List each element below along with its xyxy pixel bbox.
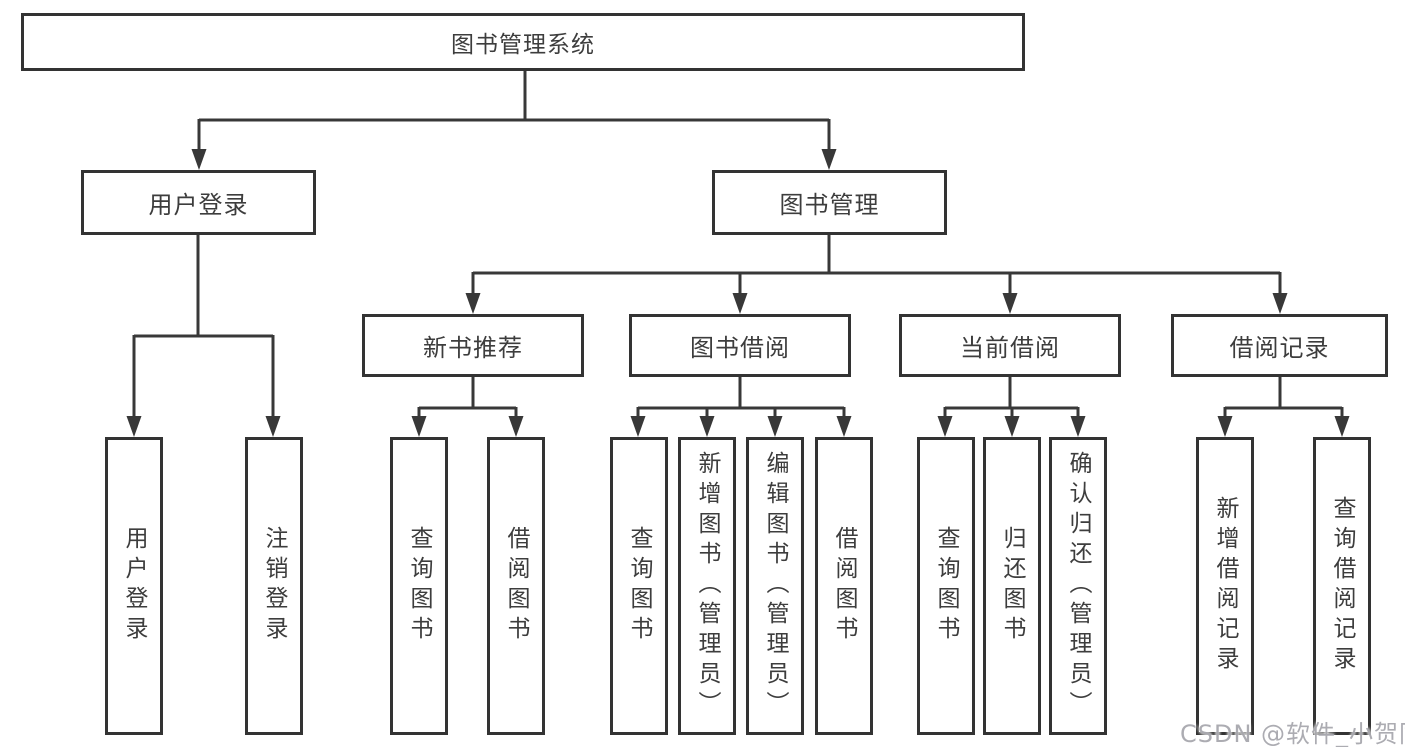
node-book-borrowing: 图书借阅 (629, 314, 851, 377)
leaf-return-books: 归还图书 (983, 437, 1041, 735)
leaf-logout: 注销登录 (245, 437, 303, 735)
node-current-borrowing: 当前借阅 (899, 314, 1121, 377)
watermark: CSDN @软件_小贺同学 (1180, 720, 1405, 747)
leaf-borrow-books-recommend: 借阅图书 (487, 437, 545, 735)
leaf-borrow-books-borrowing: 借阅图书 (815, 437, 873, 735)
leaf-confirm-return-admin: 确认归还（管理员） (1049, 437, 1107, 735)
node-library-management-system: 图书管理系统 (21, 13, 1025, 71)
node-borrowing-records: 借阅记录 (1171, 314, 1388, 377)
arrowheads (126, 149, 1350, 437)
leaf-query-books-recommend: 查询图书 (390, 437, 448, 735)
leaf-query-books-current: 查询图书 (917, 437, 975, 735)
leaf-add-borrow-record: 新增借阅记录 (1196, 437, 1254, 735)
leaf-add-book-admin: 新增图书（管理员） (678, 437, 736, 735)
node-book-management: 图书管理 (712, 170, 947, 235)
node-new-book-recommend: 新书推荐 (362, 314, 584, 377)
leaf-edit-book-admin: 编辑图书（管理员） (746, 437, 804, 735)
leaf-user-login: 用户登录 (105, 437, 163, 735)
node-user-login: 用户登录 (81, 170, 316, 235)
leaf-query-books-borrowing: 查询图书 (610, 437, 668, 735)
leaf-query-borrow-record: 查询借阅记录 (1313, 437, 1371, 735)
